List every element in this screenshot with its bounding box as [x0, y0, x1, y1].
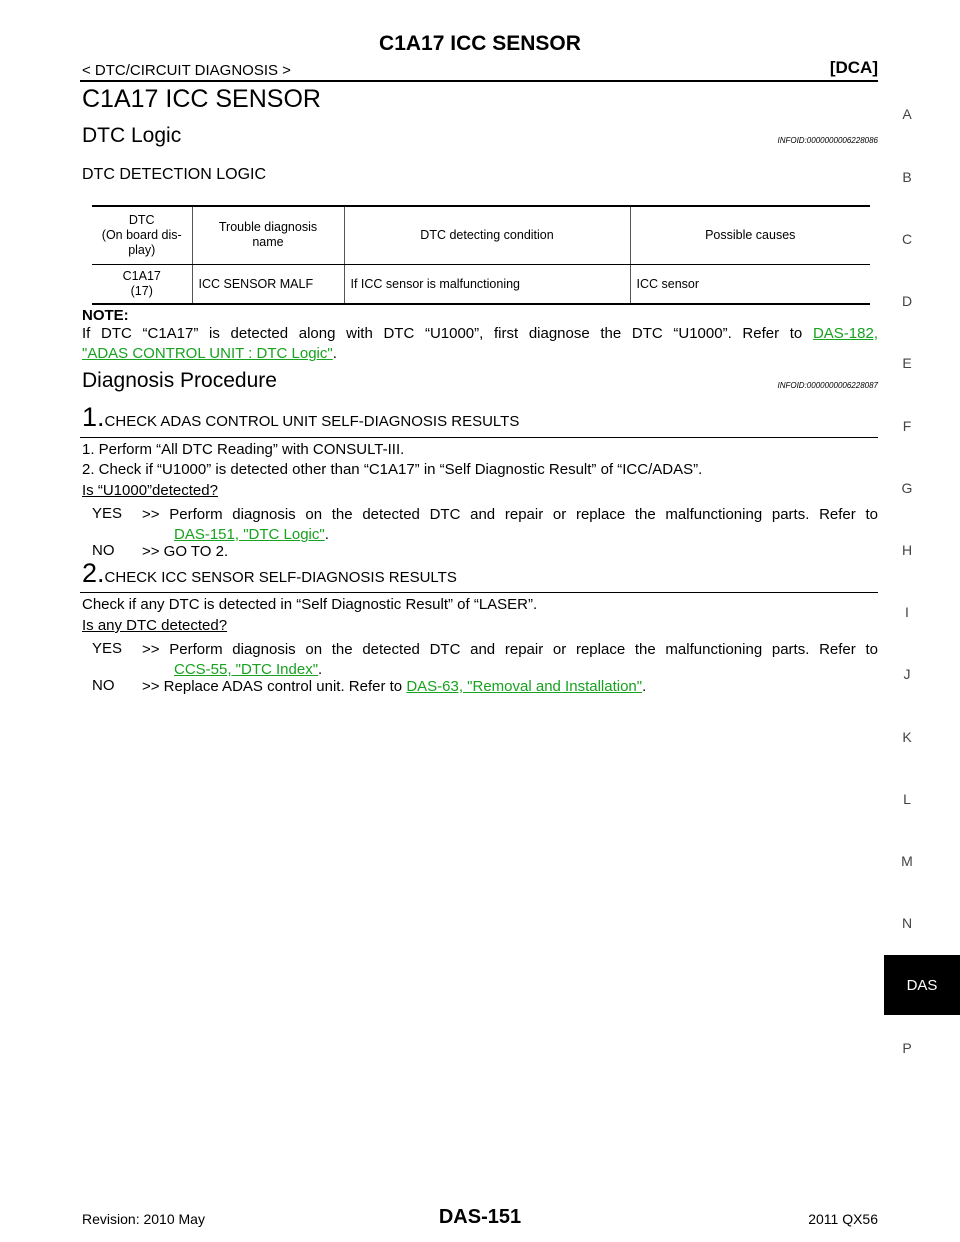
table-header-cell: DTC detecting condition — [344, 205, 631, 265]
step-2-yes-link[interactable]: CCS-55, "DTC Index" — [174, 661, 319, 678]
step-2-question-text: Is any DTC detected? — [82, 617, 228, 634]
side-index-letter-j[interactable]: J — [903, 666, 911, 682]
footer-revision: Revision: 2010 May — [82, 1211, 205, 1227]
step-2-no-block: >> Replace ADAS control unit. Refer to D… — [142, 677, 646, 697]
step-1-no-label: NO — [92, 542, 115, 559]
table-cell: ICC SENSOR MALF — [192, 264, 345, 305]
breadcrumb: < DTC/CIRCUIT DIAGNOSIS > — [82, 62, 291, 79]
step-2-yes-ref: CCS-55, "DTC Index". — [142, 660, 878, 680]
step-2-yes-block: >> Perform diagnosis on the detected DTC… — [142, 640, 878, 680]
table-row: C1A17 (17) ICC SENSOR MALF If ICC sensor… — [92, 264, 870, 305]
side-index-letter-m[interactable]: M — [901, 853, 913, 869]
step-2-title: CHECK ICC SENSOR SELF-DIAGNOSIS RESULTS — [104, 569, 457, 586]
side-index-active-tab[interactable]: DAS — [884, 955, 960, 1015]
step-2-question: Is any DTC detected? — [82, 617, 227, 634]
step-1-no-text: >> GO TO 2. — [142, 543, 229, 560]
note-line-2-tail: . — [332, 345, 337, 362]
step-1-title: CHECK ADAS CONTROL UNIT SELF-DIAGNOSIS R… — [104, 413, 520, 430]
side-index-letter-n[interactable]: N — [901, 915, 913, 931]
step-2-text: Check if any DTC is detected in “Self Di… — [82, 596, 538, 613]
step-2-no-tail: . — [642, 678, 647, 695]
step-2-number: 2. — [82, 558, 105, 588]
table-cell: C1A17 (17) — [92, 264, 193, 305]
note-text: If DTC “C1A17” is detected along with DT… — [82, 325, 803, 342]
side-index-letter-g[interactable]: G — [901, 480, 913, 496]
side-index-letter-d[interactable]: D — [901, 293, 913, 309]
dtc-logic-infoid: INFOID:0000000006228086 — [777, 136, 878, 145]
step-1-item-2: 2. Check if “U1000” is detected other th… — [82, 461, 703, 478]
side-index-letter-l[interactable]: L — [903, 791, 911, 807]
step-2-no-link[interactable]: DAS-63, "Removal and Installation" — [406, 678, 643, 695]
footer-model: 2011 QX56 — [808, 1211, 878, 1227]
page-header-title: C1A17 ICC SENSOR — [379, 32, 581, 55]
side-index-letter-c[interactable]: C — [901, 231, 913, 247]
side-index-letter-f[interactable]: F — [902, 418, 912, 434]
side-index-letter-a[interactable]: A — [902, 106, 912, 122]
footer-page-number: DAS-151 — [438, 1206, 522, 1228]
side-index-letter-k[interactable]: K — [902, 729, 912, 745]
note-link-das-182[interactable]: DAS-182, — [812, 325, 878, 342]
side-index-letter-p[interactable]: P — [902, 1040, 912, 1056]
note-link-adas-dtc-logic[interactable]: "ADAS CONTROL UNIT : DTC Logic" — [82, 345, 333, 362]
table-cell: ICC sensor — [630, 264, 870, 305]
section-code: [DCA] — [829, 58, 878, 77]
note-line-1: If DTC “C1A17” is detected along with DT… — [82, 324, 878, 344]
side-index-letter-b[interactable]: B — [902, 169, 912, 185]
step-1-yes-label: YES — [92, 505, 123, 522]
step-2-yes-tail: . — [318, 661, 323, 678]
step-1-header: 1.CHECK ADAS CONTROL UNIT SELF-DIAGNOSIS… — [82, 402, 519, 433]
step-1-divider — [80, 437, 878, 438]
side-index-letter-h[interactable]: H — [901, 542, 913, 558]
step-2-no-text: >> Replace ADAS control unit. Refer to — [142, 678, 403, 695]
dtc-table: DTC (On board dis- play) Trouble diagnos… — [92, 205, 870, 305]
step-1-number: 1. — [82, 402, 105, 432]
step-2-divider — [80, 592, 878, 593]
step-2-yes-text: >> Perform diagnosis on the detected DTC… — [142, 641, 878, 658]
dtc-logic-heading: DTC Logic — [82, 124, 182, 147]
note-line-2: "ADAS CONTROL UNIT : DTC Logic". — [82, 344, 878, 364]
note-label: NOTE: — [82, 307, 129, 324]
step-2-no-label: NO — [92, 677, 115, 694]
diagnosis-procedure-heading: Diagnosis Procedure — [82, 369, 277, 392]
step-1-question-text: Is “U1000”detected? — [82, 482, 218, 499]
table-header-row: DTC (On board dis- play) Trouble diagnos… — [92, 205, 870, 265]
step-1-yes-text: >> Perform diagnosis on the detected DTC… — [142, 506, 878, 523]
diagnosis-infoid: INFOID:0000000006228087 — [777, 381, 878, 390]
dtc-detection-logic-heading: DTC DETECTION LOGIC — [82, 166, 267, 183]
side-index-letter-i[interactable]: I — [905, 604, 909, 620]
step-1-yes-block: >> Perform diagnosis on the detected DTC… — [142, 505, 878, 545]
step-1-yes-ref: DAS-151, "DTC Logic". — [142, 525, 878, 545]
table-header-cell: Trouble diagnosis name — [192, 205, 345, 265]
header-divider — [80, 80, 878, 82]
table-header-cell: DTC (On board dis- play) — [92, 205, 193, 265]
table-header-cell: Possible causes — [630, 205, 870, 265]
step-2-header: 2.CHECK ICC SENSOR SELF-DIAGNOSIS RESULT… — [82, 558, 457, 589]
side-index-letter-e[interactable]: E — [902, 355, 912, 371]
step-1-yes-tail: . — [324, 526, 329, 543]
step-1-yes-link[interactable]: DAS-151, "DTC Logic" — [174, 526, 325, 543]
step-1-item-1: 1. Perform “All DTC Reading” with CONSUL… — [82, 441, 405, 458]
page-title: C1A17 ICC SENSOR — [82, 85, 321, 113]
step-1-question: Is “U1000”detected? — [82, 482, 218, 499]
step-2-yes-label: YES — [92, 640, 123, 657]
table-cell: If ICC sensor is malfunctioning — [344, 264, 631, 305]
